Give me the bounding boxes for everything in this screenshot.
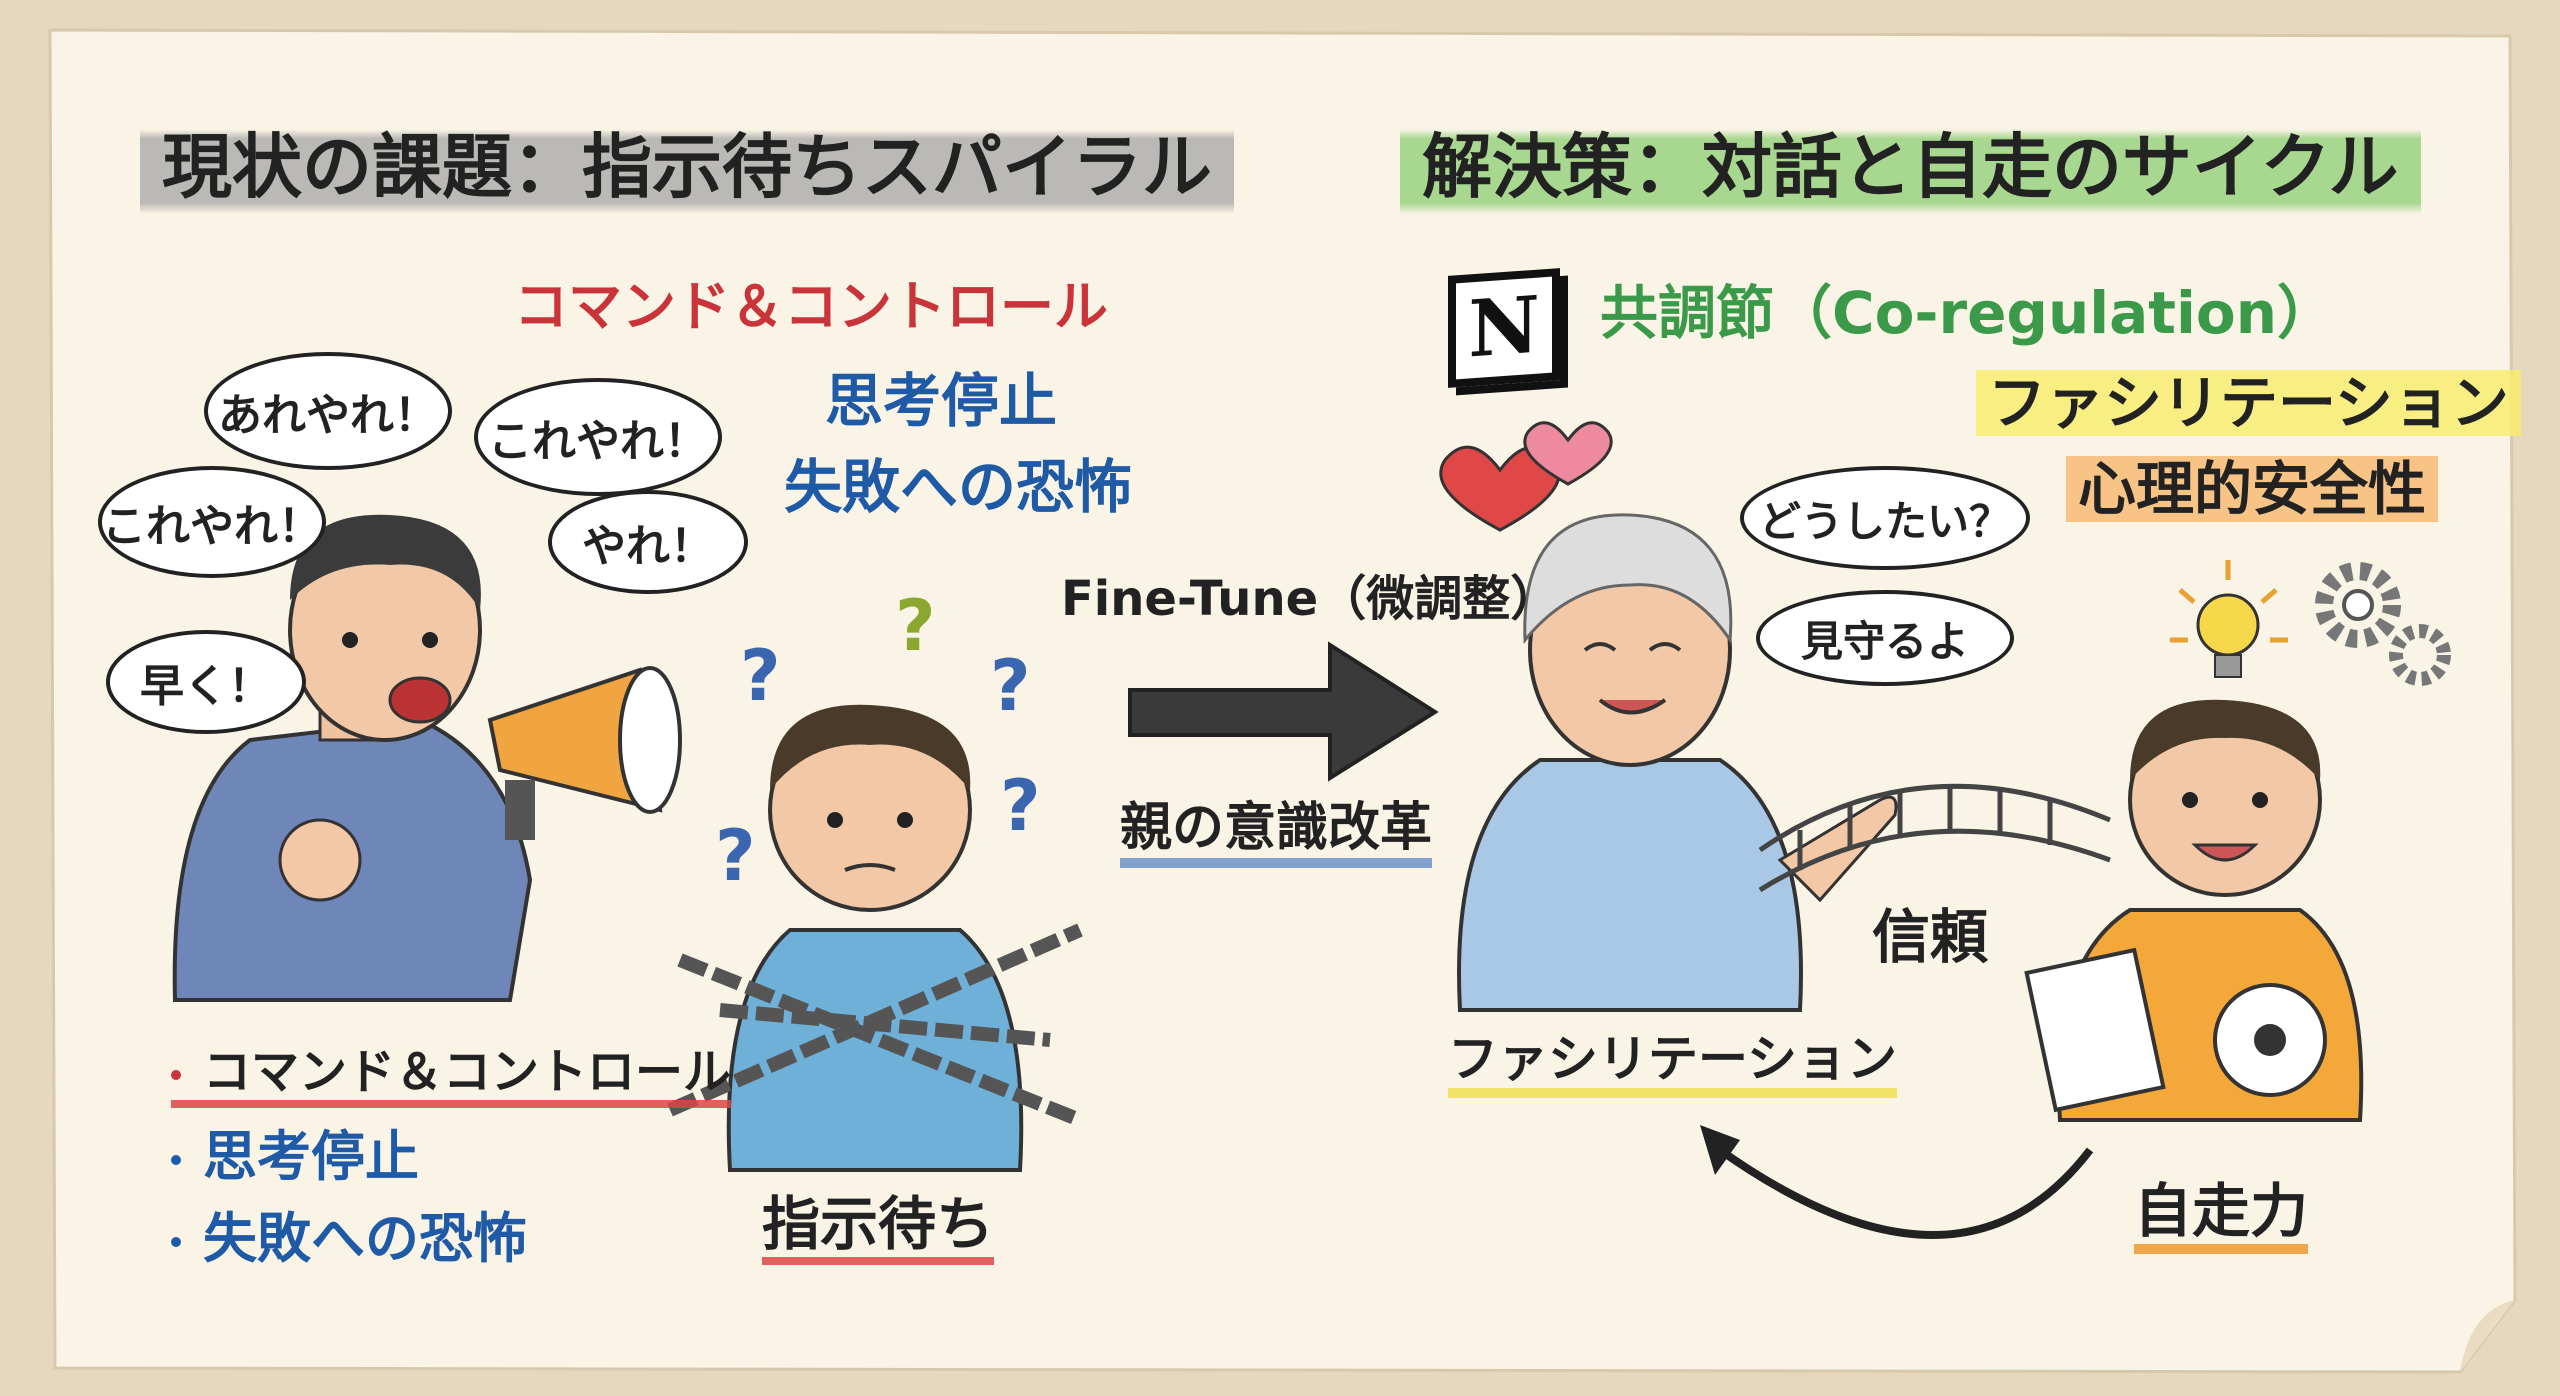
bullet-command-control: コマンド＆コントロール: [171, 1048, 732, 1108]
thinking-stop-label: 思考停止: [825, 367, 1058, 435]
gears-icon: [2315, 562, 2451, 686]
facilitation-label: ファシリテーション: [1448, 1034, 1897, 1098]
speech-bubble: どうしたい？: [1740, 466, 2030, 570]
speech-bubble: 早く！: [106, 630, 306, 734]
svg-text:?: ?: [990, 645, 1031, 727]
heart-icon: [1523, 421, 1613, 486]
speech-bubble: 見守るよ: [1756, 590, 2014, 686]
bullet-dot: [171, 1155, 181, 1166]
svg-text:?: ?: [1000, 765, 1041, 847]
cycle-arrow-icon: [1717, 1146, 2094, 1239]
bullet-text: コマンド＆コントロール: [203, 1044, 732, 1100]
left-panel-title: 現状の課題：指示待ちスパイラル: [140, 120, 1234, 214]
autonomy-label: 自走力: [2134, 1182, 2309, 1254]
question-marks-icon: ? ? ? ? ?: [715, 585, 1041, 897]
waiting-for-instructions-label: 指示待ち: [762, 1195, 995, 1265]
megaphone-icon: [487, 666, 682, 840]
father-figure: [172, 514, 533, 1002]
facilitation-tag: ファシリテーション: [1976, 370, 2521, 436]
speech-bubble: これやれ！: [474, 378, 722, 496]
parent-mindset-label: 親の意識改革: [1120, 802, 1433, 868]
command-control-label: コマンド＆コントロール: [514, 275, 1108, 338]
chained-child-figure: [667, 704, 1083, 1172]
bullet-fear-of-failure: 失敗への恐怖: [171, 1212, 527, 1266]
notion-logo: N: [1448, 268, 1560, 388]
fear-of-failure-label: 失敗への恐怖: [784, 453, 1133, 521]
trust-label: 信頼: [1872, 903, 1989, 971]
psychological-safety-tag: 心理的安全性: [2066, 456, 2439, 522]
svg-text:?: ?: [715, 815, 756, 897]
speech-bubble: あれやれ！: [204, 352, 452, 470]
bullet-dot: [171, 1237, 181, 1248]
right-panel-title: 解決策：対話と自走のサイクル: [1400, 120, 2421, 214]
svg-text:?: ?: [895, 585, 936, 667]
bullet-thinking-stop: 思考停止: [171, 1130, 419, 1184]
paper-curl: [2460, 1300, 2515, 1372]
speech-bubble: これやれ！: [98, 466, 326, 578]
speech-bubble: やれ！: [548, 490, 748, 594]
soccer-child-figure: [2024, 699, 2364, 1122]
bridge-icon: [1758, 783, 2111, 893]
bullet-text: 失敗への恐怖: [203, 1207, 527, 1270]
fine-tune-label: Fine-Tune（微調整）: [1061, 571, 1559, 627]
transition-arrow-icon: [1128, 641, 1439, 782]
bullet-text: 思考停止: [203, 1125, 419, 1188]
lightbulb-icon: [2170, 560, 2288, 678]
bullet-dot: [171, 1070, 181, 1080]
coregulation-label: 共調節（Co-regulation）: [1600, 279, 2335, 347]
svg-text:?: ?: [740, 635, 781, 717]
facilitator-figure: [1457, 513, 1898, 1012]
